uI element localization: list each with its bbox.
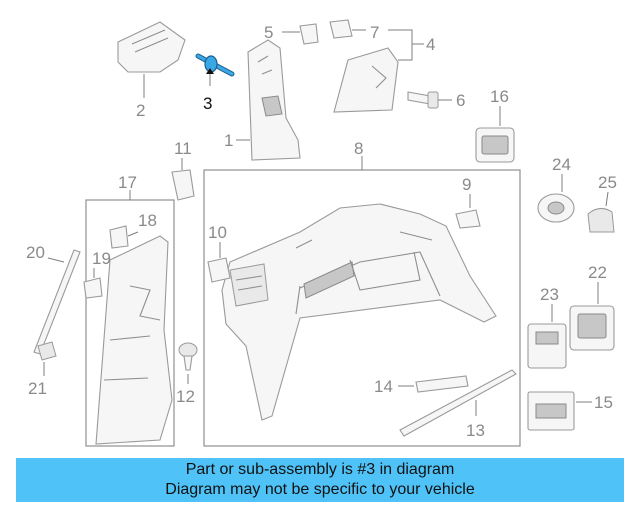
callout-6: 6 [456,91,465,110]
part-2-bracket[interactable] [117,21,186,98]
callout-4: 4 [426,35,435,54]
caption-line-2: Diagram may not be specific to your vehi… [165,481,475,498]
part-11-clip[interactable] [171,158,195,201]
part-24-socket[interactable] [537,174,575,223]
part-1-pillar-trim[interactable] [236,39,301,161]
part-6-bolt[interactable] [407,91,452,109]
part-8-quarter-trim[interactable] [221,203,497,421]
callout-24: 24 [552,155,571,174]
part-15-panel[interactable] [527,391,592,431]
callout-21: 21 [28,379,47,398]
caption-line-1: Part or sub-assembly is #3 in diagram [185,461,455,478]
callout-5: 5 [264,23,273,42]
callout-11: 11 [174,139,192,158]
callout-10: 10 [208,223,227,242]
part-17-lower-trim[interactable] [95,235,173,445]
part-20-strip[interactable] [33,249,81,355]
part-18-clip[interactable] [109,225,139,249]
callout-19: 19 [92,249,111,268]
part-16-switch[interactable] [475,106,515,163]
part-7-clip[interactable] [329,19,366,39]
part-12-push-pin[interactable] [178,342,198,384]
callout-22: 22 [588,263,607,282]
callout-15: 15 [594,393,613,412]
part-10-clip[interactable] [207,242,231,283]
callout-16: 16 [490,87,509,106]
callout-7: 7 [370,23,379,42]
callout-18: 18 [138,211,157,230]
callout-20: 20 [26,243,45,262]
callout-9: 9 [462,175,471,194]
part-14-trim-piece[interactable] [398,375,469,393]
callout-8: 8 [354,139,363,158]
callout-3: 3 [203,94,212,113]
parts-diagram: 2 3 1 5 7 4 6 [26,19,617,447]
part-23-housing[interactable] [527,304,567,369]
diagram-caption-banner: Part or sub-assembly is #3 in diagram Di… [16,458,624,502]
part-13-scuff-plate[interactable] [399,369,517,437]
part-3-clip[interactable] [195,53,235,86]
part-5-clip[interactable] [282,23,319,45]
callout-1: 1 [224,131,233,150]
callout-14: 14 [374,377,393,396]
part-22-switch[interactable] [569,282,615,351]
callout-12: 12 [176,387,195,406]
part-9-clip[interactable] [455,194,481,229]
callout-23: 23 [540,285,559,304]
part-19-clip[interactable] [83,268,103,299]
part-4-bracket[interactable] [333,29,424,113]
callout-25: 25 [598,173,617,192]
part-25-cap[interactable] [587,191,615,233]
callout-13: 13 [466,421,485,440]
part-21-clip[interactable] [37,341,57,376]
callout-2: 2 [136,101,145,120]
callout-17: 17 [118,173,137,192]
